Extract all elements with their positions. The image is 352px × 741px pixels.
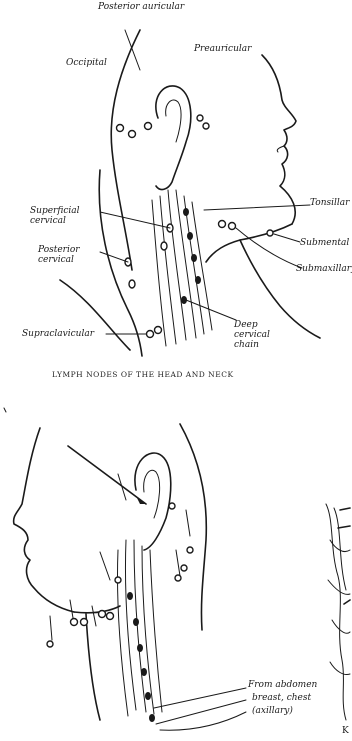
leader-posterior-cervical: [100, 252, 128, 262]
label-from-abdomen: From abdomen: [248, 680, 317, 690]
edge-mark: [4, 408, 6, 412]
label-posterior-auricular: Posterior auricular: [98, 2, 184, 12]
label-supraclavicular: Supraclavicular: [22, 329, 94, 339]
leader-submental: [274, 234, 300, 242]
jaw-line: [206, 224, 292, 262]
neck-back: [99, 170, 142, 356]
leader-from-abdomen: [154, 688, 246, 708]
leader-bottom: [160, 712, 246, 730]
leader-superficial-cervical: [100, 212, 170, 228]
head-back: [111, 30, 140, 270]
leader-axillary: [156, 700, 246, 724]
label-posterior-cervical: Posterior cervical: [38, 245, 100, 265]
posterior-cervical-nodes: [125, 258, 135, 288]
partial-chest-illustration: [326, 504, 350, 720]
submandibular-nodes: [219, 221, 236, 230]
supraclavicular-nodes: [147, 327, 162, 338]
ear-inner-left: [144, 470, 160, 518]
preauricular-nodes: [197, 115, 209, 129]
label-partial-letter: K: [342, 726, 349, 736]
label-axillary: (axillary): [252, 706, 293, 716]
neck-chain-nodes-left: [127, 592, 155, 722]
submental-node: [267, 230, 273, 236]
label-preauricular: Preauricular: [194, 44, 251, 54]
occipital-nodes: [117, 123, 152, 138]
mouth: [277, 146, 284, 152]
jaw-line-left: [74, 606, 120, 613]
neck-muscle: [152, 190, 212, 346]
lymph-nodes-head-neck-figure: Posterior auricular Occipital Preauricul…: [0, 0, 352, 400]
drainage-arrow-small: [50, 474, 190, 640]
label-submandibular: Submaxillary: [296, 264, 352, 274]
face-profile: [262, 55, 296, 224]
head-nodes-left: [47, 503, 193, 647]
figure-caption: LYMPH NODES OF THE HEAD AND NECK: [52, 370, 234, 379]
face-profile-left: [14, 428, 74, 612]
neck-muscle-left: [117, 540, 162, 716]
lymph-drainage-figure: From abdomen breast, chest (axillary) K: [0, 400, 352, 741]
label-tonsillar: Tonsillar: [310, 198, 349, 208]
label-breast-chest: breast, chest: [252, 693, 311, 703]
label-deep-cervical-chain: Deep cervical chain: [234, 320, 282, 350]
label-occipital: Occipital: [66, 58, 107, 68]
head-neck-illustration: [0, 0, 352, 400]
label-submental: Submental: [300, 238, 349, 248]
head-back-left: [180, 424, 206, 630]
neck-front-left: [86, 614, 100, 720]
ear-inner: [166, 100, 181, 142]
ear: [156, 86, 191, 190]
label-superficial-cervical: Superficial cervical: [30, 206, 100, 226]
